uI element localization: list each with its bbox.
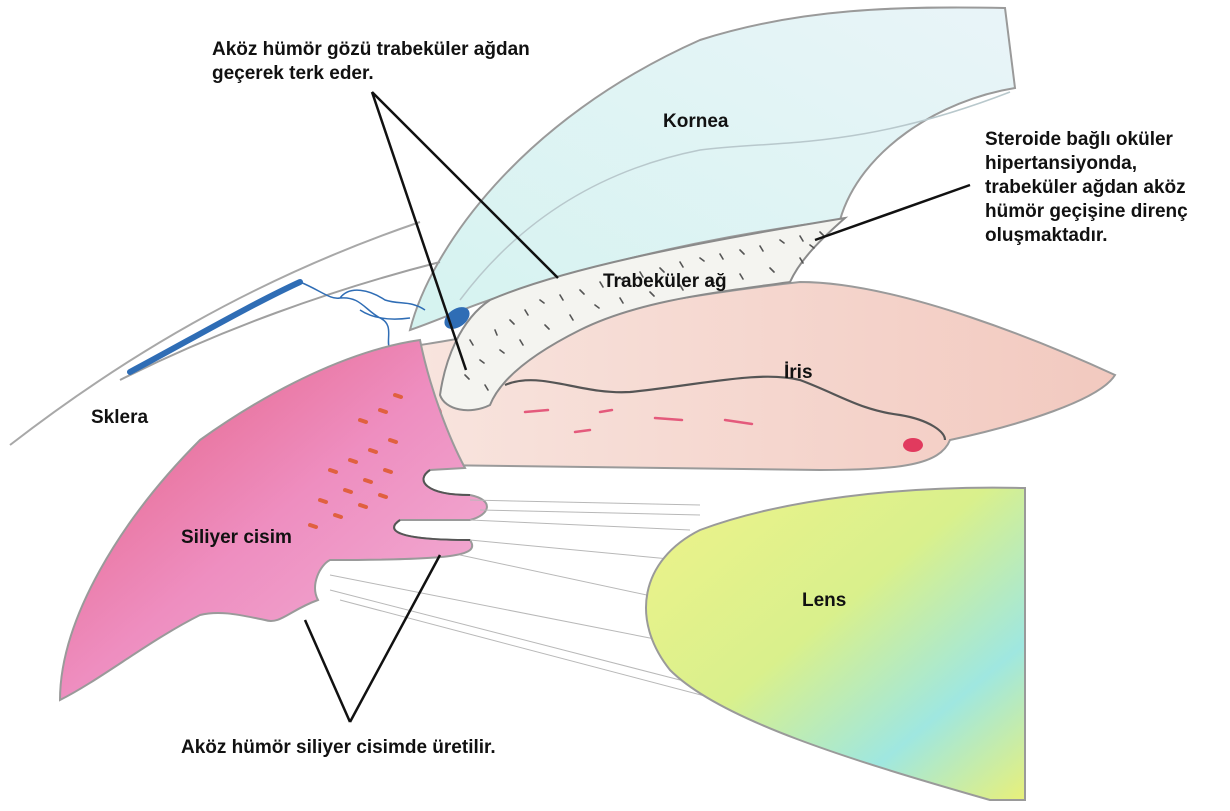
right-annotation: Steroide bağlı oküler hipertansiyonda, t… (985, 128, 1188, 248)
right-annotation-line-4: hümör geçişine direnç (985, 200, 1188, 224)
sklera-label: Sklera (91, 406, 148, 430)
kornea-label: Kornea (663, 110, 728, 134)
right-annotation-line-2: hipertansiyonda, (985, 152, 1188, 176)
right-annotation-line-1: Steroide bağlı oküler (985, 128, 1188, 152)
bottom-annotation-pointers (305, 555, 440, 722)
top-annotation: Aköz hümör gözü trabeküler ağdan geçerek… (212, 38, 530, 86)
top-annotation-line-2: geçerek terk eder. (212, 62, 530, 86)
bottom-annotation: Aköz hümör siliyer cisimde üretilir. (181, 736, 496, 760)
iris-vessel-right (903, 438, 923, 452)
right-annotation-line-3: trabeküler ağdan aköz (985, 176, 1188, 200)
lens (646, 488, 1025, 800)
schlemm-canal (130, 282, 300, 372)
siliyer-cisim-label: Siliyer cisim (181, 526, 292, 550)
lens-label: Lens (802, 589, 846, 613)
top-annotation-line-1: Aköz hümör gözü trabeküler ağdan (212, 38, 530, 62)
trabekuler-ag-label: Trabeküler ağ (603, 270, 727, 294)
collector-vessels (300, 282, 425, 350)
ciliary-body (60, 340, 487, 700)
iris-label: İris (784, 361, 813, 385)
right-annotation-line-5: oluşmaktadır. (985, 224, 1188, 248)
